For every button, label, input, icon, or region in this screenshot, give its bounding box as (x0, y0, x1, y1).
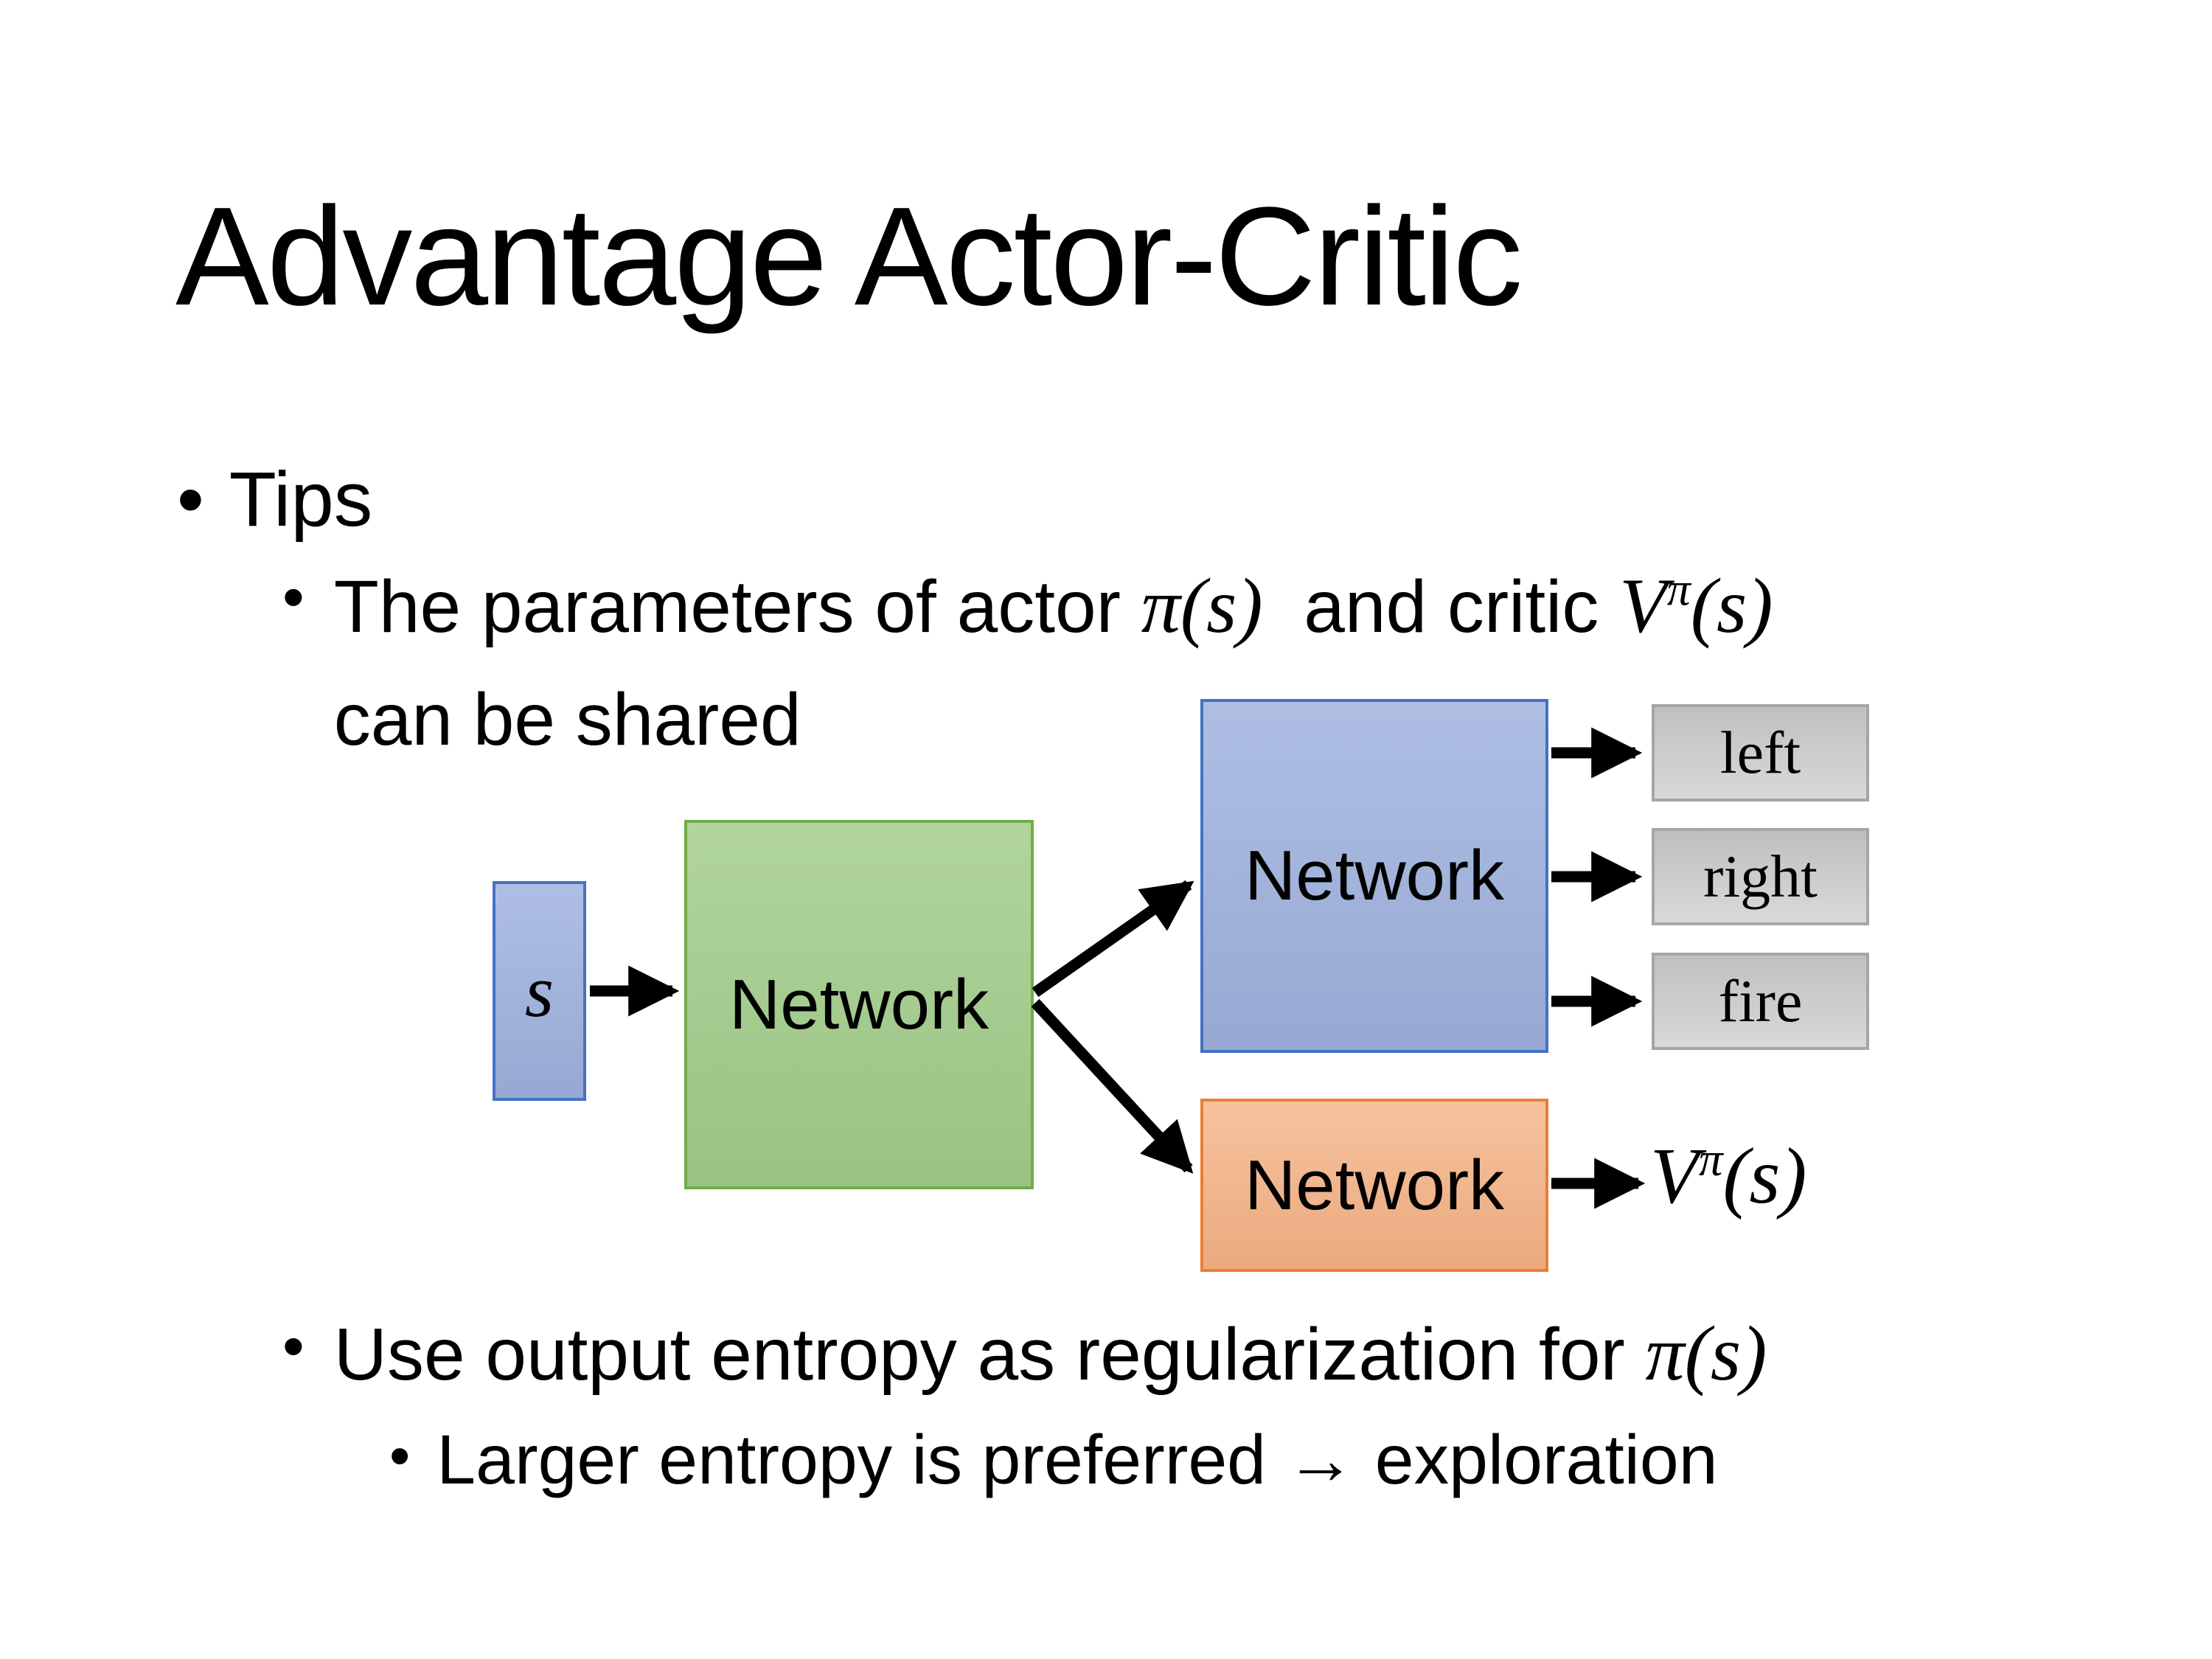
parameters-shared-text: The parameters of actor π(s) and critic … (334, 547, 1773, 775)
action-fire-box: fire (1652, 953, 1869, 1050)
bullet-dot: • (282, 562, 305, 633)
state-label: s (524, 950, 554, 1032)
action-right-label: right (1703, 843, 1818, 910)
entropy-text: Use output entropy as regularization for… (334, 1303, 1767, 1405)
value-output-label: Vπ(s) (1650, 1121, 1806, 1232)
bullet-dot: • (282, 1311, 305, 1382)
entropy-pi-math: π(s) (1645, 1310, 1767, 1397)
critic-v-math: Vπ(s) (1619, 563, 1773, 649)
actor-pi-math: π(s) (1141, 563, 1263, 649)
action-left-label: left (1719, 719, 1801, 786)
value-pi-superscript: π (1698, 1133, 1723, 1186)
critic-v-letter: V (1619, 563, 1667, 649)
arrow-shared-to-critic (1031, 998, 1194, 1174)
critic-network-box: Network (1200, 1099, 1548, 1272)
critic-pi-superscript: π (1666, 563, 1691, 616)
value-args: (s) (1722, 1133, 1807, 1220)
bullet-dot: • (177, 456, 204, 543)
bullet-larger-entropy: • Larger entropy is preferred → explorat… (389, 1415, 1718, 1506)
arrow-shared-to-actor (1032, 880, 1194, 998)
bullet-entropy-regularization: • Use output entropy as regularization f… (282, 1303, 1767, 1405)
critic-network-label: Network (1244, 1145, 1505, 1225)
bullet-dot: • (389, 1423, 411, 1490)
action-fire-label: fire (1718, 967, 1803, 1034)
bullet-parameters-shared: • The parameters of actor π(s) and criti… (282, 547, 1773, 775)
action-right-box: right (1652, 828, 1869, 925)
action-left-box: left (1652, 704, 1869, 801)
actor-network-box: Network (1200, 699, 1548, 1053)
param-text-line2: can be shared (333, 678, 801, 761)
shared-network-box: Network (684, 820, 1034, 1189)
entropy-text-pre: Use output entropy as regularization for (333, 1313, 1646, 1396)
param-text-pre: The parameters of actor (333, 566, 1141, 648)
value-v-letter: V (1650, 1133, 1699, 1220)
page-title: Advantage Actor-Critic (175, 178, 1523, 335)
larger-entropy-text: Larger entropy is preferred → exploratio… (437, 1421, 1718, 1499)
state-input-box: s (493, 881, 586, 1101)
param-text-mid: and critic (1262, 566, 1620, 648)
tips-text: Tips (229, 456, 373, 543)
actor-network-label: Network (1244, 836, 1505, 915)
critic-args: (s) (1690, 563, 1773, 649)
shared-network-label: Network (728, 964, 990, 1044)
bullet-tips: • Tips (177, 451, 372, 548)
